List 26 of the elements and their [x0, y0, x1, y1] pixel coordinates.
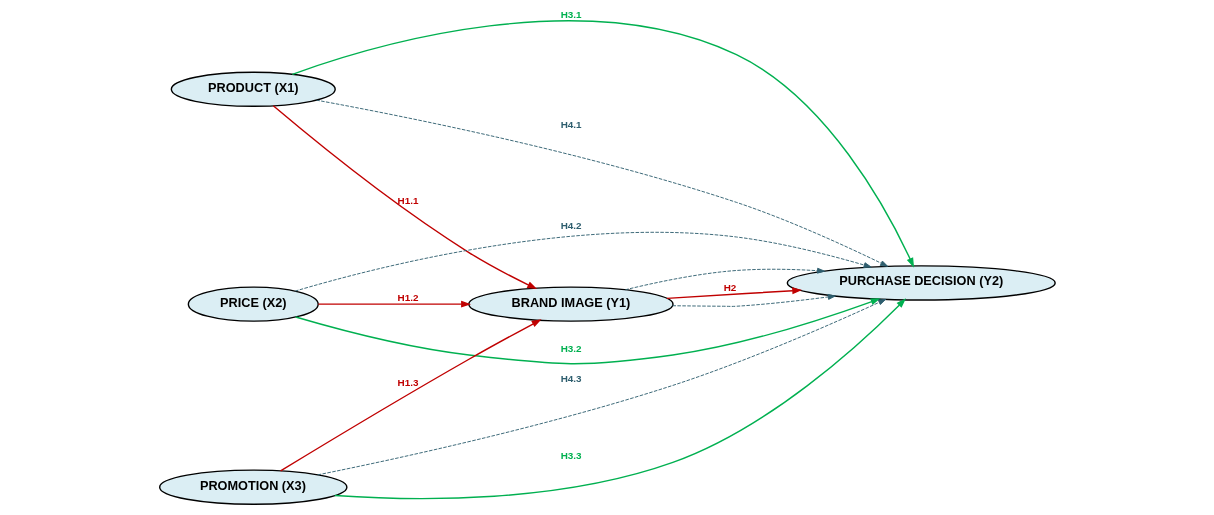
node-ellipse: PRODUCT (X1) — [170, 71, 336, 107]
arrow — [665, 287, 802, 300]
node-ellipse: BRAND IMAGE (Y1) — [467, 286, 674, 322]
arrow — [316, 298, 886, 476]
arrow — [294, 298, 881, 365]
arrow — [315, 99, 888, 267]
node-ellipse: PRICE (X2) — [187, 286, 319, 322]
arrow — [294, 231, 872, 292]
arrow — [671, 294, 836, 307]
arrow — [272, 105, 537, 290]
edge-label: H4.1 — [560, 119, 582, 131]
edge-label: H4.2 — [560, 220, 582, 232]
edge-label: H3.2 — [560, 342, 582, 354]
edge-label: H1.1 — [397, 194, 418, 206]
node-ellipse: PROMOTION (X3) — [158, 469, 348, 505]
arrow — [279, 319, 542, 472]
arrow — [317, 300, 471, 308]
edge-label: H3.1 — [560, 9, 582, 21]
arrow — [333, 298, 906, 500]
edge-label: H3.3 — [560, 450, 582, 462]
arrow — [291, 20, 914, 268]
edge-label: H1.3 — [397, 377, 418, 389]
edge-label: H2 — [723, 281, 736, 293]
edge-label: H1.2 — [397, 291, 418, 303]
edge-label: H4.3 — [560, 373, 582, 384]
arrow — [624, 267, 825, 291]
